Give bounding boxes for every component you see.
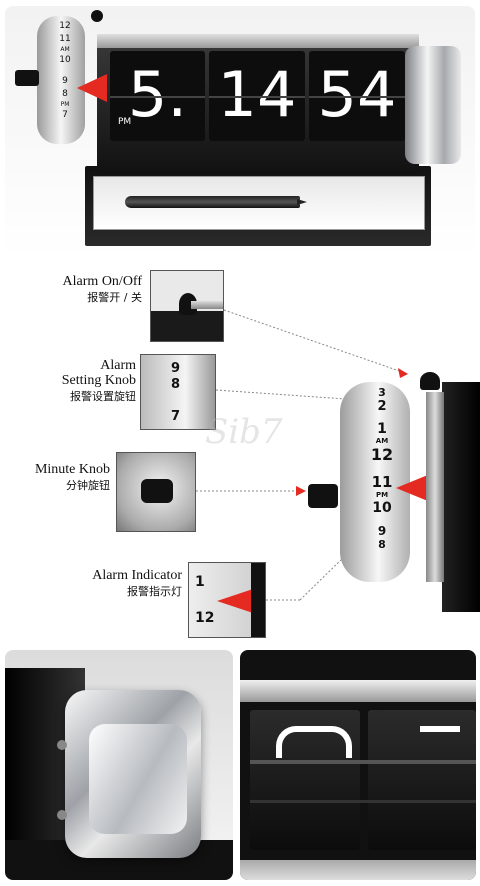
chrome-end-cap: [405, 46, 461, 164]
large-alarm-switch: [420, 372, 440, 390]
detail-diagram: Alarm On/Off 报警开 / 关 Alarm Setting Knob …: [0, 262, 480, 642]
alarm-indicator-red: [77, 74, 107, 102]
bottom-left-endcap-photo: [5, 650, 233, 880]
alarm-on-off-knob: [91, 10, 103, 22]
large-minute-knob: [308, 484, 338, 508]
top-product-photo: 5. PM 14 54 12 11 AM 10 9 8 PM 7: [5, 6, 475, 258]
flip-card-hour: 5. PM: [110, 51, 205, 141]
callout-minute-knob: Minute Knob 分钟旋钮: [34, 462, 110, 492]
thumb-minute-knob: [116, 452, 196, 532]
minute-knob: [15, 70, 39, 86]
flip-card-minute: 14: [209, 51, 305, 141]
flip-card-second: 54: [309, 51, 405, 141]
watermark: Sib7: [205, 412, 283, 452]
callout-alarm-indicator: Alarm Indicator 报警指示灯: [92, 568, 182, 598]
pen: [125, 196, 300, 208]
thumb-alarm-on-off: [150, 270, 224, 342]
callout-alarm-setting-knob: Alarm Setting Knob 报警设置旋钮: [61, 358, 136, 403]
large-dial-detail: 3 2 1 AM 12 11 PM 10 9 8: [308, 372, 480, 612]
pm-label: PM: [118, 117, 132, 127]
callout-alarm-on-off: Alarm On/Off 报警开 / 关: [62, 274, 142, 304]
bottom-right-flipcards-photo: [240, 650, 476, 880]
